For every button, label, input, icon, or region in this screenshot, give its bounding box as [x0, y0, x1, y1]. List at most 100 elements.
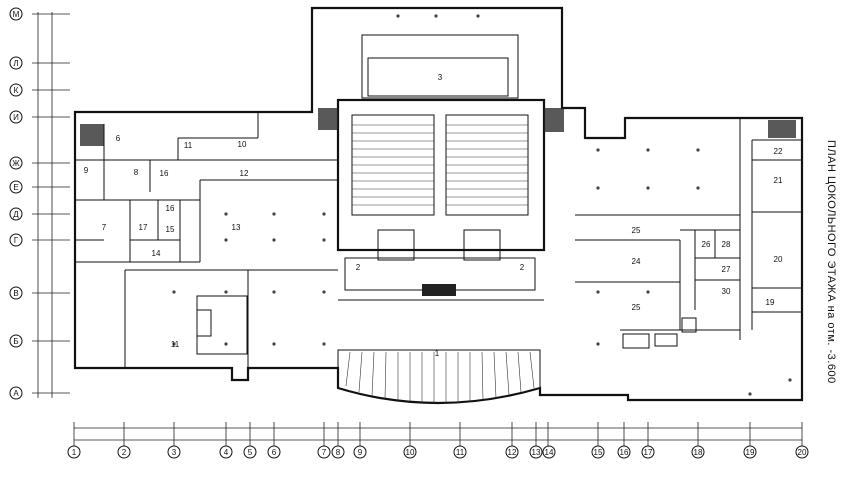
room-8-label: 8: [134, 168, 139, 177]
svg-text:Д: Д: [13, 210, 19, 219]
axis-bubble-11: 11: [453, 445, 467, 459]
axis-bubble-13: 13: [529, 445, 543, 459]
room-labels: 1 2 2 3 6 7 8 9 10 11 11 12 13 14 15 16 …: [84, 73, 783, 358]
room-10-label: 10: [238, 140, 247, 149]
room-25-top-label: 25: [632, 226, 641, 235]
room-9-label: 9: [84, 166, 89, 175]
svg-text:Е: Е: [13, 183, 18, 192]
room-21-label: 21: [774, 176, 783, 185]
right-wing-partitions: [575, 118, 802, 349]
axis-bubble-Г: Г: [9, 233, 23, 247]
svg-text:9: 9: [358, 448, 363, 457]
axis-bubble-18: 18: [691, 445, 705, 459]
axis-bubble-17: 17: [641, 445, 655, 459]
svg-text:А: А: [13, 389, 19, 398]
lobby-front-hatch: [337, 349, 541, 404]
svg-text:8: 8: [336, 448, 341, 457]
axis-bubble-9: 9: [353, 445, 367, 459]
axis-bubble-М: М: [9, 7, 23, 21]
axis-bubble-К: К: [9, 83, 23, 97]
svg-text:3: 3: [172, 448, 177, 457]
room-11-bottom-label: 11: [171, 340, 180, 349]
axis-bubble-4: 4: [219, 445, 233, 459]
room-1-label: 1: [435, 349, 440, 358]
svg-text:13: 13: [532, 448, 541, 457]
axis-bubble-8: 8: [331, 445, 345, 459]
svg-text:В: В: [13, 289, 18, 298]
svg-text:4: 4: [224, 448, 229, 457]
room-24-label: 24: [632, 257, 641, 266]
room-20-label: 20: [774, 255, 783, 264]
axis-bubble-14: 14: [542, 445, 556, 459]
svg-text:5: 5: [248, 448, 253, 457]
axis-bubble-7: 7: [317, 445, 331, 459]
room-2-left-label: 2: [356, 263, 361, 272]
svg-text:Л: Л: [13, 59, 18, 68]
svg-text:19: 19: [746, 448, 755, 457]
room-16-top-label: 16: [160, 169, 169, 178]
vertical-axis-rail: М Л К И Ж Е Д Г: [9, 7, 70, 400]
svg-text:7: 7: [322, 448, 327, 457]
room-30-label: 30: [722, 287, 731, 296]
room-16-bottom-label: 16: [166, 204, 175, 213]
svg-text:М: М: [13, 10, 20, 19]
axis-bubble-3: 3: [167, 445, 181, 459]
svg-text:И: И: [13, 113, 19, 122]
room-26-label: 26: [702, 240, 711, 249]
svg-text:17: 17: [644, 448, 653, 457]
axis-bubble-Л: Л: [9, 56, 23, 70]
axis-bubble-20: 20: [795, 445, 809, 459]
axis-bubble-1: 1: [67, 445, 81, 459]
orchestra-area: [338, 229, 544, 301]
room-25-bottom-label: 25: [632, 303, 641, 312]
room-2-right-label: 2: [520, 263, 525, 272]
room-14-label: 14: [152, 249, 161, 258]
axis-bubble-В: В: [9, 286, 23, 300]
room-22-label: 22: [774, 147, 783, 156]
svg-text:11: 11: [456, 448, 465, 457]
room-27-label: 27: [722, 265, 731, 274]
auditorium-seating: [351, 114, 529, 216]
axis-bubble-19: 19: [743, 445, 757, 459]
room-13-label: 13: [232, 223, 241, 232]
svg-text:1: 1: [72, 448, 77, 457]
svg-text:Ж: Ж: [12, 159, 20, 168]
room-17-label: 17: [139, 223, 148, 232]
axis-bubble-5: 5: [243, 445, 257, 459]
room-11-top-label: 11: [184, 141, 193, 150]
room-15-label: 15: [166, 225, 175, 234]
axis-bubble-Б: Б: [9, 334, 23, 348]
stair-blocks: [80, 108, 796, 146]
svg-text:15: 15: [594, 448, 603, 457]
svg-text:14: 14: [545, 448, 554, 457]
svg-text:12: 12: [508, 448, 517, 457]
axis-bubble-12: 12: [505, 445, 519, 459]
axis-bubble-Ж: Ж: [9, 156, 23, 170]
room-28-label: 28: [722, 240, 731, 249]
room-19-label: 19: [766, 298, 775, 307]
room-3-label: 3: [438, 73, 443, 82]
svg-text:6: 6: [272, 448, 277, 457]
svg-text:20: 20: [798, 448, 807, 457]
axis-bubble-2: 2: [117, 445, 131, 459]
drawing-title: ПЛАН ЦОКОЛЬНОГО ЭТАЖА на отм. -3.600: [825, 140, 837, 384]
horizontal-axis-rail: 1 2 3 4 5 6 7 8 9 10 11 12 13 14 15 16 1…: [67, 422, 809, 459]
room-7-label: 7: [102, 223, 107, 232]
axis-bubble-10: 10: [403, 445, 417, 459]
svg-text:16: 16: [620, 448, 629, 457]
axis-bubble-16: 16: [617, 445, 631, 459]
structural-columns: [172, 14, 792, 396]
svg-text:Г: Г: [14, 236, 19, 245]
building-outline: [73, 6, 804, 405]
svg-text:18: 18: [694, 448, 703, 457]
room-12-label: 12: [240, 169, 249, 178]
room-6-label: 6: [116, 134, 121, 143]
left-wing-partitions: [75, 112, 338, 368]
svg-text:Б: Б: [13, 337, 18, 346]
axis-bubble-И: И: [9, 110, 23, 124]
svg-text:К: К: [14, 86, 19, 95]
axis-bubble-6: 6: [267, 445, 281, 459]
axis-bubble-Д: Д: [9, 207, 23, 221]
axis-bubble-15: 15: [591, 445, 605, 459]
